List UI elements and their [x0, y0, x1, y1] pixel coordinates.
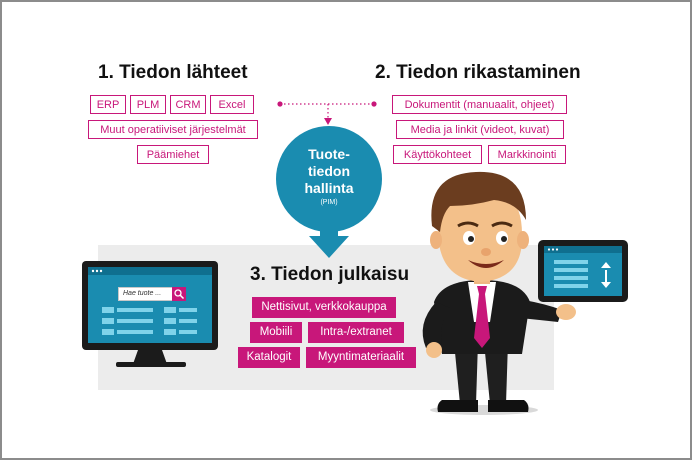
source-tag-plm: PLM	[130, 95, 166, 114]
publish-tag-mobile: Mobiili	[250, 322, 302, 343]
enrichment-tag-marketing: Markkinointi	[488, 145, 566, 164]
publish-tag-catalogs: Katalogit	[238, 347, 300, 368]
connector-dot-left	[277, 101, 283, 107]
publish-tag-website: Nettisivut, verkkokauppa	[252, 297, 396, 318]
search-icon	[172, 287, 186, 301]
source-tag-crm: CRM	[170, 95, 206, 114]
pim-subtitle: (PIM)	[320, 199, 338, 206]
pim-title-line3: hallinta	[304, 180, 354, 196]
pim-title-line1: Tuote-	[308, 146, 350, 162]
connector-arrow-icon	[324, 118, 332, 125]
source-tag-principals: Päämiehet	[137, 145, 209, 164]
source-tag-other-systems: Muut operatiiviset järjestelmät	[88, 120, 258, 139]
sources-heading: 1. Tiedon lähteet	[98, 62, 248, 83]
pim-title-line2: tiedon	[308, 163, 350, 179]
publishing-heading: 3. Tiedon julkaisu	[250, 264, 410, 285]
monitor-search-input: Hae tuote ...	[118, 287, 186, 301]
publish-tag-sales-materials: Myyntimateriaalit	[306, 347, 416, 368]
source-tag-excel: Excel	[210, 95, 254, 114]
pim-circle: Tuote- tiedon hallinta (PIM)	[276, 126, 382, 232]
source-tag-erp: ERP	[90, 95, 126, 114]
connector-dot-right	[371, 101, 377, 107]
publish-tag-intranet: Intra-/extranet	[308, 322, 404, 343]
enrichment-tag-media-links: Media ja linkit (videot, kuvat)	[396, 120, 564, 139]
enrichment-tag-use-cases: Käyttökohteet	[393, 145, 482, 164]
enrichment-tag-documents: Dokumentit (manuaalit, ohjeet)	[392, 95, 567, 114]
enrichment-heading: 2. Tiedon rikastaminen	[375, 62, 581, 83]
